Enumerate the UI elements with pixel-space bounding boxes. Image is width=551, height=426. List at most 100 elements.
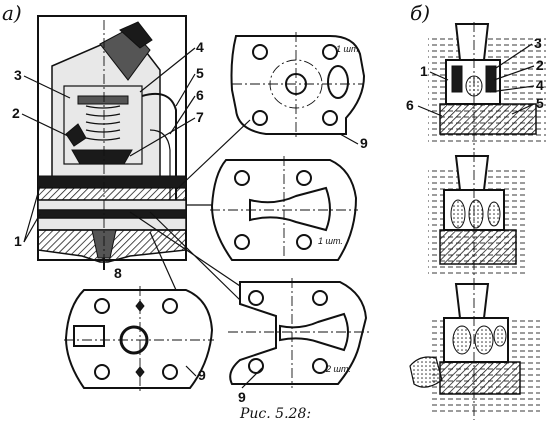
label-a-4: 4 (196, 39, 204, 55)
label-a-8: 8 (114, 265, 122, 281)
wire-right (141, 92, 177, 200)
connector-head (119, 21, 153, 49)
qty-bottom-right: 2 шт. (325, 364, 351, 374)
link-to-bottom-right-plate-a (129, 211, 241, 287)
plate-middle-bowtie-slot (249, 186, 331, 232)
label-b-1: 1 (420, 63, 428, 79)
spring-cap (77, 95, 129, 105)
leader-b-1 (429, 71, 449, 81)
plate-bottom-left-hole-2 (162, 298, 178, 314)
plate-bottom-left-diamond-marks (135, 300, 145, 378)
figure-caption: Рис. 5.28: (239, 406, 311, 422)
plate-middle-hole-1 (234, 170, 250, 186)
panel-b-stage-3 (409, 280, 540, 420)
plate-bottom-right-hole-2 (312, 290, 328, 306)
plate-bottom-right (228, 278, 370, 388)
leader-b-6 (417, 105, 443, 117)
stage-1-stack (439, 103, 537, 135)
stage-2-bubble-1 (450, 199, 466, 229)
plate-bottom-right-outline (229, 281, 368, 385)
plate-top-hole-2 (322, 44, 338, 60)
panel-label-a: а) (2, 1, 22, 25)
plate-middle-hole-2 (296, 170, 312, 186)
stage-3-bubble-3 (493, 325, 507, 347)
label-a-9-top: 9 (360, 135, 368, 151)
label-a-9-bottom: 9 (238, 389, 246, 405)
label-b-6: 6 (406, 97, 414, 113)
leader-a-6 (169, 95, 196, 135)
leader-a-1a (23, 185, 41, 243)
leader-a-9-bottom (241, 367, 263, 389)
plate-top-hole-3 (252, 110, 268, 126)
stage-1-funnel (454, 23, 490, 61)
plate-bottom-left-hole-4 (162, 364, 178, 380)
link-to-bottom-left-plate (149, 231, 177, 291)
label-b-2: 2 (536, 57, 544, 73)
middle-plate (37, 199, 187, 211)
stage-2-stack (439, 229, 517, 265)
wire-right-inner (149, 129, 171, 200)
link-to-top-plate (175, 119, 251, 191)
leader-a-7 (129, 117, 196, 157)
leader-a-4 (139, 47, 196, 93)
top-plate-stack (37, 175, 187, 189)
plate-middle-outline (210, 159, 358, 261)
plate-top-outline (230, 35, 366, 135)
stage-1-right-post (485, 65, 497, 93)
link-to-bottom-right-plate-b (149, 211, 241, 301)
plate-middle-hole-4 (296, 234, 312, 250)
plate-bottom-left-hole-3 (94, 364, 110, 380)
leader-b-4 (489, 85, 535, 93)
stage-3-bubble-1 (452, 325, 472, 355)
stage-2-bubble-3 (487, 201, 501, 227)
lower-plate (37, 217, 187, 231)
plate-bottom-left-outline (64, 289, 214, 389)
leader-b-2 (493, 65, 535, 81)
stage-3-escaping-gas (409, 356, 443, 388)
stage-2-bubble-2 (468, 199, 484, 229)
leader-a-1b (23, 213, 41, 243)
leader-a-9-left (185, 365, 197, 377)
label-b-4: 4 (536, 77, 544, 93)
plate-bottom-right-hole-4 (312, 358, 328, 374)
plate-bottom-left-notch (73, 325, 105, 347)
stage-3-funnel (454, 283, 490, 319)
valve-seat (71, 149, 133, 165)
panel-label-b: б) (410, 1, 430, 25)
plate-top-hole-1 (252, 44, 268, 60)
leader-a-5 (175, 73, 196, 107)
leader-b-3 (495, 43, 533, 69)
leader-a-9-top (339, 133, 359, 145)
assembly-section (37, 15, 187, 270)
label-b-3: 3 (534, 35, 542, 51)
middle-dark-plate (37, 209, 187, 219)
stage-1-left-post (451, 65, 463, 93)
label-a-7: 7 (196, 109, 204, 125)
stage-3-stack (439, 361, 521, 395)
plate-bottom-right-hole-1 (248, 290, 264, 306)
plate-top-hole-4 (322, 110, 338, 126)
label-a-5: 5 (196, 65, 204, 81)
plate-middle (210, 156, 358, 264)
label-b-5: 5 (536, 95, 544, 111)
label-a-9-left: 9 (198, 367, 206, 383)
plate-bottom-left (64, 286, 214, 392)
label-a-1: 1 (14, 233, 22, 249)
plate-middle-hole-3 (234, 234, 250, 250)
plate-top-oval (327, 65, 349, 99)
panel-b-stage-2 (428, 152, 528, 280)
leader-a-2 (21, 113, 69, 137)
label-a-6: 6 (196, 87, 204, 103)
stage-2-funnel (454, 155, 490, 191)
leader-a-3 (23, 75, 71, 99)
spring-coils (85, 105, 121, 141)
hatched-layer (37, 187, 187, 201)
label-a-2: 2 (12, 105, 20, 121)
label-a-3: 3 (14, 67, 22, 83)
plate-bottom-left-hole-1 (94, 298, 110, 314)
plate-bottom-right-slot (279, 312, 349, 352)
part-2-element (65, 123, 87, 147)
qty-middle: 1 шт. (318, 236, 343, 246)
plate-top (230, 32, 366, 138)
